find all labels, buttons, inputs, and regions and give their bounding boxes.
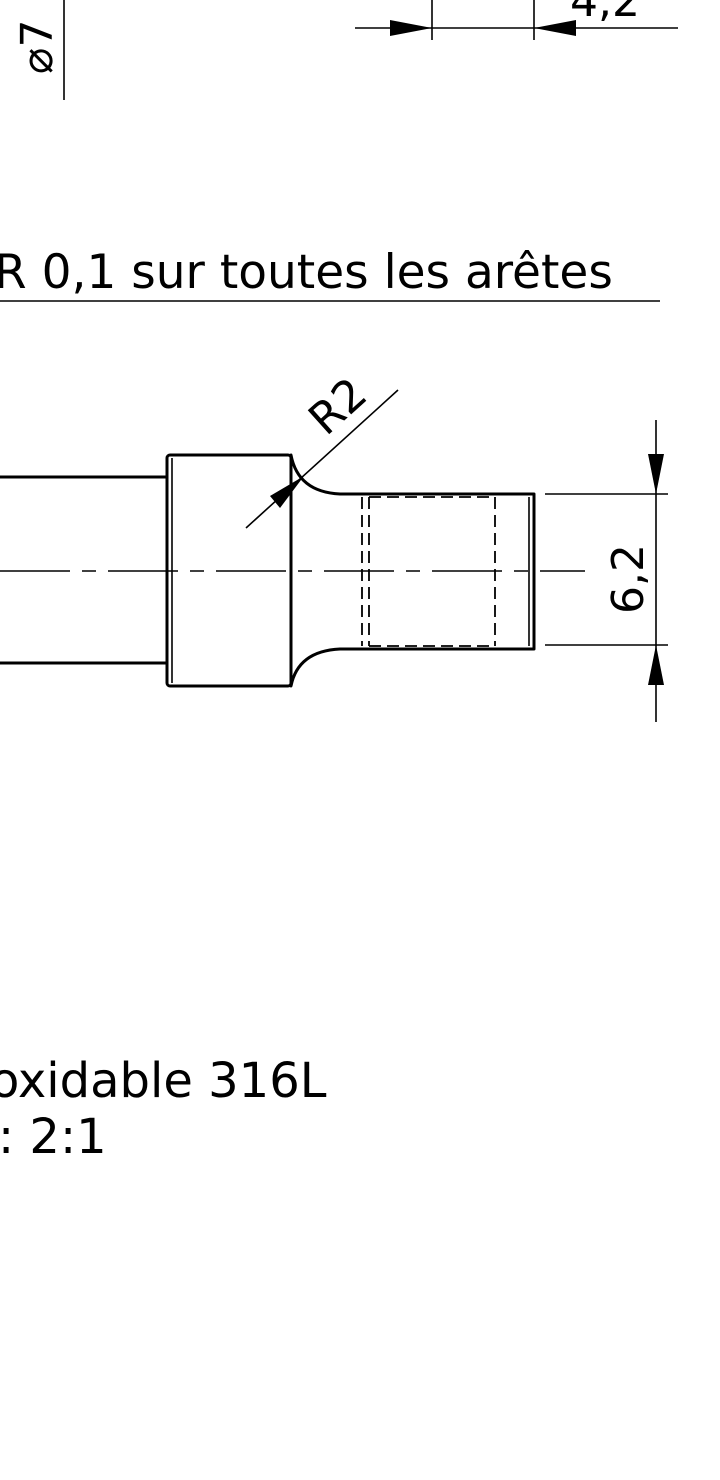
- height-dimension: 6,2: [545, 420, 668, 722]
- radius-leader-line: [245, 389, 399, 529]
- diameter-dimension: ⌀7: [12, 0, 65, 100]
- radius-arrowhead: [270, 476, 304, 508]
- radius-dimension: R2: [245, 368, 399, 529]
- top-length-label: 4,2: [570, 0, 640, 27]
- part-outline: [0, 453, 585, 688]
- height-arrowhead-top: [648, 454, 664, 494]
- diameter-symbol: ⌀: [12, 48, 63, 75]
- neck-with-fillets: [289, 453, 536, 688]
- arrowhead-left: [390, 20, 432, 36]
- top-length-dimension: 4,2: [355, 0, 678, 40]
- arrowhead-right: [534, 20, 576, 36]
- height-label: 6,2: [603, 544, 654, 614]
- title-info: oxidable 316L : 2:1: [0, 1053, 327, 1165]
- general-note: R 0,1 sur toutes les arêtes: [0, 245, 660, 302]
- height-arrowhead-bottom: [648, 645, 664, 685]
- diameter-label: ⌀7: [12, 20, 63, 75]
- edge-radius-note: R 0,1 sur toutes les arêtes: [0, 245, 613, 300]
- material-label: oxidable 316L: [0, 1053, 327, 1109]
- radius-label: R2: [299, 368, 377, 445]
- scale-label: : 2:1: [0, 1109, 107, 1165]
- diameter-value: 7: [12, 20, 63, 48]
